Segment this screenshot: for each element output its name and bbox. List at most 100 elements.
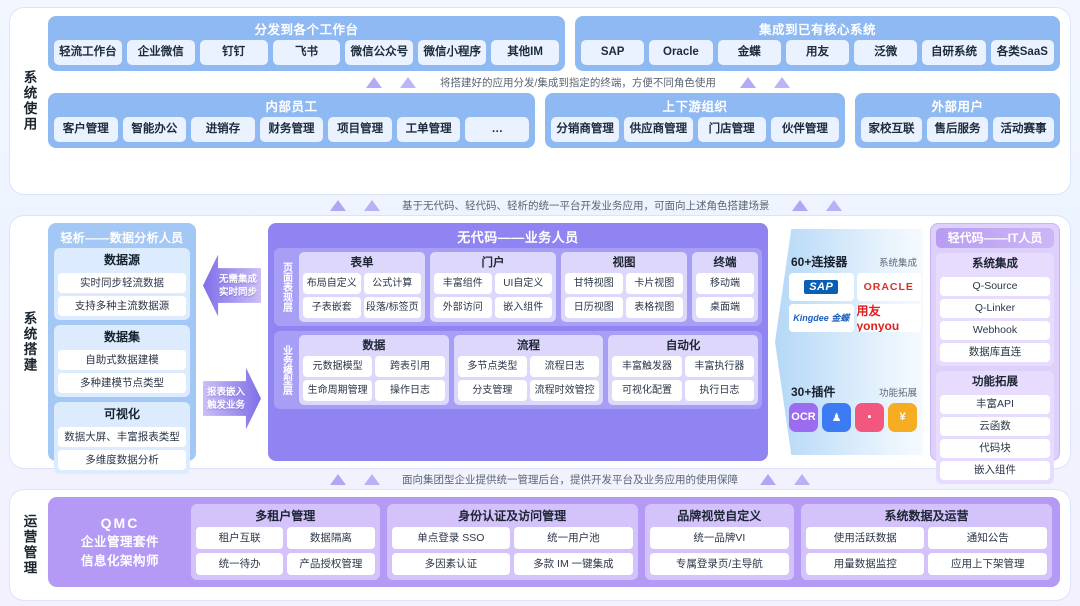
chip-internal[interactable]: 工单管理: [396, 117, 461, 142]
chip-core-system[interactable]: SAP: [581, 40, 645, 65]
ops-cell[interactable]: 通知公告: [928, 527, 1047, 549]
group-workbench: 分发到各个工作台 轻流工作台 企业微信 钉钉 飞书 微信公众号 微信小程序 其他…: [48, 16, 565, 71]
band-body-system-build: 轻析——数据分析人员 数据源 实时同步轻流数据 支持多种主流数据源 数据集 自助…: [48, 216, 1070, 484]
module-cell[interactable]: 嵌入组件: [494, 297, 552, 318]
analyst-item[interactable]: 多维度数据分析: [58, 450, 186, 470]
module-cell[interactable]: 日历视图: [565, 297, 623, 318]
ops-cell[interactable]: 专属登录页/主导航: [649, 553, 789, 575]
ocr-scan-icon[interactable]: OCR: [789, 402, 818, 432]
chip-internal-more[interactable]: …: [465, 117, 530, 142]
analyst-item[interactable]: 支持多种主流数据源: [58, 296, 186, 316]
module-cell[interactable]: 外部访问: [434, 297, 492, 318]
chip-upstream[interactable]: 分销商管理: [551, 117, 620, 142]
module-cell[interactable]: 甘特视图: [565, 273, 623, 294]
analyst-item[interactable]: 多种建模节点类型: [58, 373, 186, 393]
ops-cell[interactable]: 使用活跃数据: [805, 527, 925, 549]
module-cell[interactable]: 丰富执行器: [684, 356, 754, 377]
chip-core-system[interactable]: 金蝶: [717, 40, 781, 65]
module-cell[interactable]: 桌面端: [696, 297, 754, 318]
chip-external[interactable]: 家校互联: [861, 117, 922, 142]
ops-cell[interactable]: 应用上下架管理: [928, 553, 1047, 575]
chip-upstream[interactable]: 供应商管理: [624, 117, 693, 142]
module-cell[interactable]: 流程时效管控: [530, 380, 600, 401]
module-data: 数据 元数据模型 跨表引用 生命周期管理 操作日志: [299, 335, 449, 405]
module-cell[interactable]: 元数据模型: [303, 356, 373, 377]
layer-tag: 业务模型层: [278, 335, 294, 405]
module-cell[interactable]: 多节点类型: [457, 356, 527, 377]
module-cell[interactable]: 子表嵌套: [303, 297, 361, 318]
it-item[interactable]: Webhook: [940, 321, 1050, 340]
analyst-item[interactable]: 数据大屏、丰富报表类型: [58, 427, 186, 447]
ops-cell[interactable]: 单点登录 SSO: [391, 527, 511, 549]
connector-platform: 基于无代码、轻代码、轻析的统一平台开发业务应用，可面向上述角色搭建场景: [10, 194, 1070, 216]
chip-workbench[interactable]: 微信小程序: [418, 40, 487, 65]
chip-core-system[interactable]: 自研系统: [922, 40, 986, 65]
module-cell[interactable]: 卡片视图: [625, 273, 683, 294]
chip-internal[interactable]: 项目管理: [328, 117, 392, 142]
chip-workbench[interactable]: 钉钉: [199, 40, 268, 65]
module-cell[interactable]: 跨表引用: [375, 356, 445, 377]
band-label-system-build: 系统搭建: [10, 216, 48, 468]
chip-workbench[interactable]: 其他IM: [491, 40, 560, 65]
ops-card-system-data: 系统数据及运营 使用活跃数据 通知公告 用量数据监控 应用上下架管理: [800, 504, 1053, 580]
ops-cell[interactable]: 多因素认证: [391, 553, 511, 575]
band-system-build: 系统搭建 轻析——数据分析人员 数据源 实时同步轻流数据 支持多种主流数据源 数…: [10, 216, 1070, 484]
ops-card-multitenant: 多租户管理 租户互联 数据隔离 统一待办 产品授权管理: [191, 504, 380, 580]
chip-core-system[interactable]: 泛微: [854, 40, 918, 65]
module-cell[interactable]: 生命周期管理: [303, 380, 373, 401]
chip-internal[interactable]: 财务管理: [259, 117, 324, 142]
it-item[interactable]: 嵌入组件: [940, 461, 1050, 480]
chip-core-system[interactable]: 各类SaaS: [990, 40, 1054, 65]
module-cell[interactable]: 操作日志: [375, 380, 445, 401]
it-item[interactable]: 云函数: [940, 417, 1050, 436]
group-external-users: 外部用户 家校互联 售后服务 活动赛事: [855, 93, 1060, 148]
ops-cell[interactable]: 用量数据监控: [805, 553, 925, 575]
ops-cell[interactable]: 租户互联: [196, 527, 284, 549]
module-cell[interactable]: 公式计算: [363, 273, 421, 294]
chip-workbench[interactable]: 轻流工作台: [54, 40, 122, 65]
chip-external[interactable]: 售后服务: [927, 117, 988, 142]
it-item[interactable]: 代码块: [940, 439, 1050, 458]
chip-upstream[interactable]: 伙伴管理: [770, 117, 839, 142]
module-cell[interactable]: 移动端: [696, 273, 754, 294]
module-cell[interactable]: 可视化配置: [612, 380, 682, 401]
chip-workbench[interactable]: 微信公众号: [345, 40, 414, 65]
it-item[interactable]: 丰富API: [940, 395, 1050, 414]
chip-core-system[interactable]: Oracle: [649, 40, 713, 65]
it-item[interactable]: 数据库直连: [940, 343, 1050, 362]
chip-upstream[interactable]: 门店管理: [697, 117, 766, 142]
ops-cell[interactable]: 统一待办: [196, 553, 284, 575]
arrow-label: 触发业务: [206, 399, 245, 411]
chip-workbench[interactable]: 企业微信: [126, 40, 195, 65]
module-cell[interactable]: 段落/标签页: [363, 297, 421, 318]
module-cell[interactable]: UI自定义: [494, 273, 552, 294]
ops-cell[interactable]: 统一用户池: [514, 527, 633, 549]
analyst-item[interactable]: 自助式数据建模: [58, 350, 186, 370]
button-click-icon[interactable]: ▪: [855, 402, 884, 432]
chip-internal[interactable]: 智能办公: [122, 117, 187, 142]
module-cell[interactable]: 分支管理: [457, 380, 527, 401]
chip-workbench[interactable]: 飞书: [272, 40, 341, 65]
it-item[interactable]: Q-Source: [940, 277, 1050, 296]
ops-cell[interactable]: 多款 IM 一键集成: [514, 553, 633, 575]
module-cell[interactable]: 布局自定义: [303, 273, 361, 294]
ops-cell[interactable]: 数据隔离: [287, 527, 375, 549]
module-cell[interactable]: 表格视图: [625, 297, 683, 318]
ops-cell[interactable]: 产品授权管理: [287, 553, 375, 575]
module-cell[interactable]: 流程日志: [530, 356, 600, 377]
module-cell[interactable]: 执行日志: [684, 380, 754, 401]
chip-internal[interactable]: 客户管理: [54, 117, 118, 142]
chip-internal[interactable]: 进销存: [191, 117, 255, 142]
band-body-system-usage: 分发到各个工作台 轻流工作台 企业微信 钉钉 飞书 微信公众号 微信小程序 其他…: [48, 8, 1070, 194]
chip-core-system[interactable]: 用友: [785, 40, 850, 65]
ops-cell[interactable]: 统一品牌VI: [649, 527, 789, 549]
analyst-item[interactable]: 实时同步轻流数据: [58, 273, 186, 293]
module-cell[interactable]: 丰富触发器: [612, 356, 682, 377]
module-cell[interactable]: 丰富组件: [434, 273, 492, 294]
chip-external[interactable]: 活动赛事: [993, 117, 1054, 142]
card-title: 系统集成: [972, 258, 1018, 270]
currency-yen-icon[interactable]: ¥: [888, 402, 917, 432]
it-item[interactable]: Q-Linker: [940, 299, 1050, 318]
arrow-label: 实时同步: [218, 286, 257, 298]
signature-icon[interactable]: ♟: [822, 402, 851, 432]
